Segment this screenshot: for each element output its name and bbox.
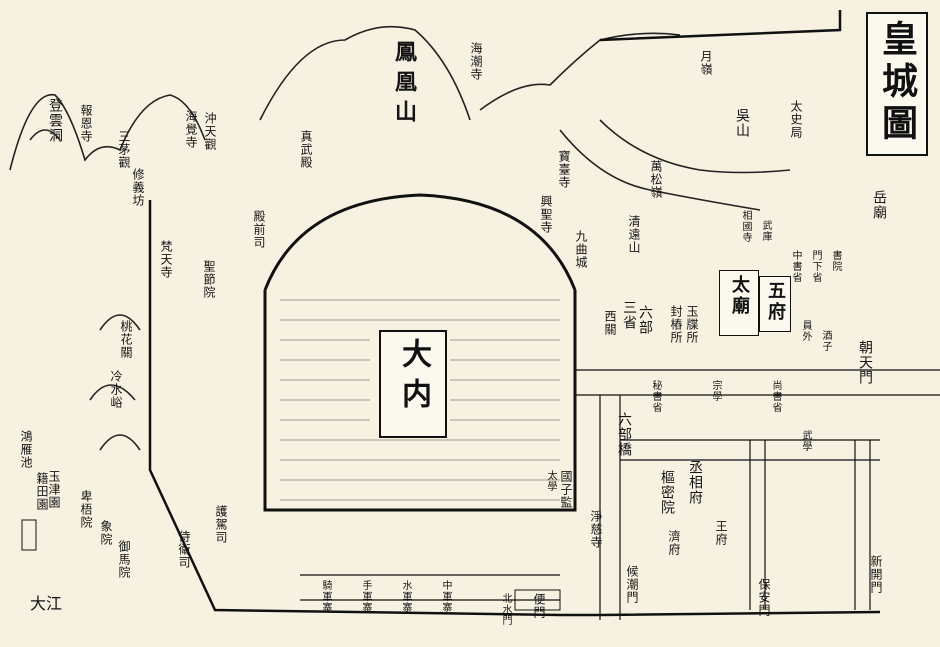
place-xiguan: 西關 (603, 310, 617, 336)
place-mishu: 秘書省 (650, 380, 661, 413)
place-fengzhuang: 封樁所 (669, 305, 683, 344)
place-baoen: 報恩寺 (79, 104, 93, 143)
place-hongyan: 鴻雁池 (19, 430, 33, 469)
place-yuezhen: 岳廟 (871, 190, 887, 220)
palace-center-label-box: 大内 (379, 330, 447, 438)
place-taixue: 太學 (545, 470, 556, 492)
city-wall (148, 10, 881, 617)
wufu-label: 五府 (765, 281, 786, 323)
map-title: 皇城圖 (876, 20, 918, 146)
place-yudie: 玉牒所 (685, 305, 699, 344)
streets (300, 369, 940, 620)
place-hujia: 護駕司 (214, 505, 228, 544)
place-yumayuan: 御馬院 (117, 540, 131, 579)
place-wangfu: 王府 (714, 520, 728, 546)
place-yuanwai: 員外 (800, 320, 811, 342)
mile-marker (21, 519, 37, 551)
place-haichao: 海潮寺 (469, 42, 483, 81)
place-jiuqu: 九曲城 (574, 230, 588, 269)
dajiang-label: 大江 (30, 594, 63, 613)
palace-center-label: 大内 (396, 338, 431, 418)
place-dianqian: 殿前司 (252, 210, 266, 249)
place-shumi: 樞密院 (659, 470, 675, 515)
place-guozi: 國子監 (559, 470, 573, 509)
place-chongtian: 沖天觀 (203, 112, 217, 151)
wushan-label: 吳山 (734, 108, 750, 138)
place-yujin: 玉津園 (47, 470, 61, 509)
place-liubu: 六部 (637, 305, 653, 335)
place-chengxiang: 丞相府 (687, 460, 703, 505)
gate-block (514, 589, 561, 611)
mountain-range (9, 25, 791, 451)
place-taishiju: 太史局 (789, 100, 803, 139)
place-houchao: 候潮門 (625, 565, 639, 604)
palace-grounds (280, 299, 560, 501)
place-jitian: 籍田園 (35, 472, 49, 511)
place-jifu: 濟府 (667, 530, 681, 556)
place-zhunvyuan: 聖節院 (202, 260, 216, 299)
place-xiangguo: 相國寺 (740, 210, 751, 243)
taimiao-box: 太廟 (719, 270, 759, 336)
place-wuxue: 武學 (800, 430, 811, 452)
place-beihuan: 卑梧院 (79, 490, 93, 529)
place-jiuzi: 酒子 (820, 330, 831, 352)
chaotian-gate-label: 朝天門 (857, 340, 873, 385)
place-shangshu: 尚書省 (770, 380, 781, 413)
place-jingci: 淨慈寺 (589, 510, 603, 549)
place-zhongjun: 中軍寨 (440, 580, 451, 613)
fenghuang-mountain-label: 鳳凰山 (391, 40, 417, 130)
liubu-bridge-label: 六部橋 (616, 412, 632, 457)
map-title-box: 皇城圖 (866, 12, 928, 156)
place-lengshui: 冷水峪 (109, 370, 123, 409)
place-beishui: 北水門 (500, 593, 511, 626)
place-xiaoqi: 騎軍寨 (320, 580, 331, 613)
place-shoujun: 手軍寨 (360, 580, 371, 613)
place-zongxue: 宗學 (710, 380, 721, 402)
taimiao-label: 太廟 (729, 275, 750, 317)
place-zhenwu: 真武殿 (299, 130, 313, 169)
place-sanmao: 三茅觀 (117, 130, 131, 169)
place-shuijun: 水軍寨 (400, 580, 411, 613)
place-sansheng: 三省 (621, 300, 637, 330)
palace-wall (263, 193, 577, 512)
place-xingsheng: 興聖寺 (539, 195, 553, 234)
place-menxia: 門下省 (810, 250, 821, 283)
place-xiangyuan: 象院 (99, 520, 113, 546)
place-wanyan: 萬松嶺 (649, 160, 663, 199)
place-wuku: 武庫 (760, 220, 771, 242)
place-shiwei: 侍衛司 (177, 530, 191, 569)
place-haijue: 海覺寺 (184, 110, 198, 149)
place-fotian: 梵天寺 (159, 240, 173, 279)
place-taohua: 桃花關 (119, 320, 133, 359)
place-qingyun: 清遠山 (627, 215, 641, 254)
wufu-box: 五府 (759, 276, 791, 332)
place-xinkai: 新開門 (869, 555, 883, 594)
place-zhongshu: 中書省 (790, 250, 801, 283)
place-baoan: 保安門 (757, 578, 771, 617)
place-yuenian: 月嶺 (699, 50, 713, 76)
place-bianmen: 便門 (532, 593, 546, 619)
dengyun-label: 登雲洞 (47, 98, 63, 143)
place-baotai: 寶臺寺 (557, 150, 571, 189)
place-xiuyi: 修義坊 (131, 168, 145, 207)
place-shuyuan: 書院 (830, 250, 841, 272)
